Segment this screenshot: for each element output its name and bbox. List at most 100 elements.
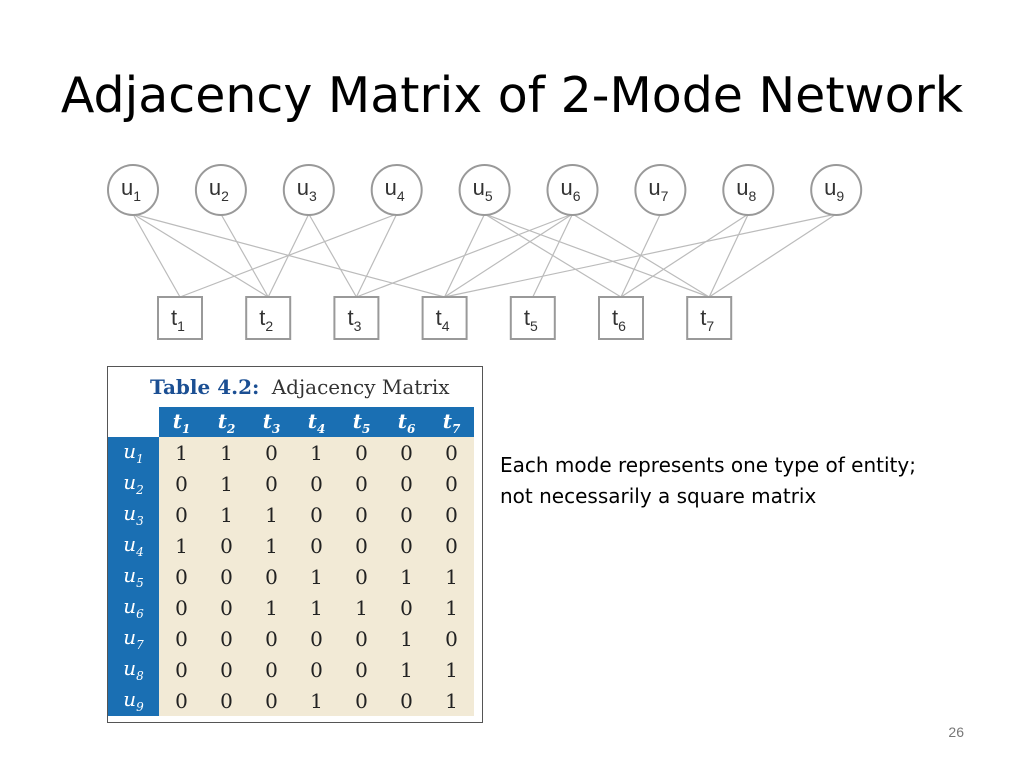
matrix-cell: 0 bbox=[384, 437, 429, 468]
matrix-cell: 0 bbox=[249, 654, 294, 685]
node-label-u7: u7 bbox=[648, 175, 668, 204]
node-label-t6: t6 bbox=[612, 305, 626, 334]
edge-u3-t3 bbox=[308, 213, 357, 298]
node-t6 bbox=[598, 296, 644, 340]
node-u9 bbox=[810, 164, 863, 216]
column-header-t1: t1 bbox=[159, 407, 204, 437]
matrix-cell: 0 bbox=[249, 437, 294, 468]
table-caption-label: Table 4.2: bbox=[150, 375, 260, 399]
node-label-u4: u4 bbox=[385, 175, 405, 204]
node-label-u1: u1 bbox=[121, 175, 141, 204]
matrix-cell: 0 bbox=[429, 468, 474, 499]
matrix-cell: 1 bbox=[249, 592, 294, 623]
matrix-cell: 1 bbox=[429, 592, 474, 623]
column-header-t6: t6 bbox=[384, 407, 429, 437]
matrix-cell: 0 bbox=[429, 499, 474, 530]
node-label-u5: u5 bbox=[473, 175, 493, 204]
node-u8 bbox=[722, 164, 775, 216]
table-caption: Table 4.2: Adjacency Matrix bbox=[108, 367, 474, 407]
edge-u6-t4 bbox=[444, 213, 573, 298]
row-header-u1: u1 bbox=[108, 437, 159, 468]
node-u7 bbox=[634, 164, 687, 216]
matrix-cell: 0 bbox=[429, 623, 474, 654]
matrix-cell: 1 bbox=[294, 685, 339, 716]
matrix-cell: 0 bbox=[339, 654, 384, 685]
row-header-u9: u9 bbox=[108, 685, 159, 716]
matrix-cell: 0 bbox=[339, 437, 384, 468]
node-label-u8: u8 bbox=[736, 175, 756, 204]
matrix-cell: 0 bbox=[339, 530, 384, 561]
column-header-t2: t2 bbox=[204, 407, 249, 437]
node-u6 bbox=[546, 164, 599, 216]
node-label-u9: u9 bbox=[824, 175, 844, 204]
matrix-cell: 0 bbox=[204, 623, 249, 654]
column-header-t7: t7 bbox=[429, 407, 474, 437]
matrix-cell: 0 bbox=[159, 654, 204, 685]
matrix-cell: 0 bbox=[339, 561, 384, 592]
matrix-cell: 0 bbox=[249, 468, 294, 499]
matrix-cell: 1 bbox=[159, 437, 204, 468]
matrix-cell: 1 bbox=[204, 468, 249, 499]
edge-u2-t2 bbox=[220, 213, 269, 298]
node-t1 bbox=[157, 296, 203, 340]
row-header-u7: u7 bbox=[108, 623, 159, 654]
node-label-t5: t5 bbox=[524, 305, 538, 334]
edge-u1-t1 bbox=[132, 213, 181, 298]
matrix-cell: 1 bbox=[384, 623, 429, 654]
node-label-t2: t2 bbox=[259, 305, 273, 334]
matrix-cell: 0 bbox=[384, 592, 429, 623]
row-header-u5: u5 bbox=[108, 561, 159, 592]
slide-number: 26 bbox=[948, 724, 964, 740]
matrix-cell: 0 bbox=[204, 685, 249, 716]
node-u4 bbox=[370, 164, 423, 216]
edge-u4-t3 bbox=[355, 213, 398, 298]
node-label-t4: t4 bbox=[436, 305, 450, 334]
node-u2 bbox=[194, 164, 247, 216]
matrix-cell: 0 bbox=[159, 468, 204, 499]
slide-title: Adjacency Matrix of 2-Mode Network bbox=[60, 67, 964, 124]
node-t3 bbox=[333, 296, 380, 340]
node-t2 bbox=[245, 296, 292, 340]
matrix-cell: 0 bbox=[204, 530, 249, 561]
matrix-cell: 0 bbox=[294, 499, 339, 530]
node-t5 bbox=[509, 296, 556, 340]
matrix-cell: 0 bbox=[339, 468, 384, 499]
matrix-cell: 0 bbox=[159, 685, 204, 716]
matrix-cell: 1 bbox=[204, 437, 249, 468]
matrix-cell: 0 bbox=[204, 654, 249, 685]
node-u5 bbox=[458, 164, 511, 216]
edge-u5-t7 bbox=[484, 213, 710, 298]
row-header-u4: u4 bbox=[108, 530, 159, 561]
row-header-u6: u6 bbox=[108, 592, 159, 623]
matrix-cell: 1 bbox=[294, 437, 339, 468]
matrix-cell: 1 bbox=[204, 499, 249, 530]
edge-u6-t3 bbox=[356, 213, 573, 298]
row-header-u2: u2 bbox=[108, 468, 159, 499]
edge-u1-t2 bbox=[132, 213, 269, 298]
matrix-cell: 0 bbox=[294, 530, 339, 561]
matrix-cell: 1 bbox=[249, 499, 294, 530]
matrix-cell: 1 bbox=[384, 654, 429, 685]
matrix-cell: 1 bbox=[294, 592, 339, 623]
matrix-cell: 0 bbox=[429, 437, 474, 468]
matrix-cell: 0 bbox=[159, 623, 204, 654]
matrix-cell: 0 bbox=[204, 561, 249, 592]
matrix-cell: 0 bbox=[159, 499, 204, 530]
matrix-cell: 0 bbox=[384, 685, 429, 716]
table-corner bbox=[108, 407, 159, 437]
node-label-t7: t7 bbox=[700, 305, 714, 334]
matrix-cell: 0 bbox=[339, 499, 384, 530]
note-line-2: not necessarily a square matrix bbox=[500, 484, 817, 508]
column-header-t5: t5 bbox=[339, 407, 384, 437]
node-u1 bbox=[107, 164, 159, 216]
matrix-cell: 1 bbox=[339, 592, 384, 623]
matrix-cell: 0 bbox=[339, 685, 384, 716]
matrix-cell: 0 bbox=[204, 592, 249, 623]
